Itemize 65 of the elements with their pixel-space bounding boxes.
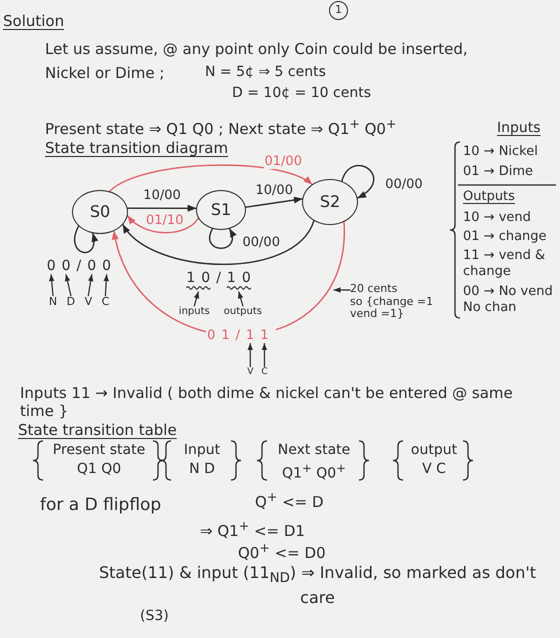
- state-circle: S2: [302, 179, 358, 225]
- note-text: Nickel or Dime ;: [45, 64, 164, 82]
- column-variables: V C: [421, 461, 447, 478]
- key-entry: 00 → No vend No chan: [463, 284, 554, 316]
- leader-arrow: [262, 343, 268, 368]
- edge-label: 00/00: [384, 178, 424, 192]
- leader-arrow: [238, 291, 244, 306]
- leader-arrow: [333, 287, 351, 293]
- page-title: Solution: [3, 12, 64, 30]
- leader-arrow: [194, 291, 200, 306]
- column-heading: Present state: [52, 442, 146, 459]
- edge-label: 01/00: [264, 154, 303, 169]
- signal-letters: N D V C: [48, 296, 112, 308]
- annotation-note: so {change =1 vend =1}: [350, 296, 434, 321]
- leader-arrow: [104, 274, 109, 296]
- state-circle: S1: [196, 190, 246, 230]
- transition-arrow: [108, 164, 313, 192]
- leader-arrow: [88, 274, 94, 296]
- note-text: Let us assume, @ any point only Coin could be inserted,: [45, 40, 468, 58]
- formula-text: Q$^{+}$ <= D: [255, 489, 324, 511]
- column-heading: Next state: [276, 442, 352, 459]
- note-text: Present state ⇒ Q1 Q0 ; Next state ⇒ Q1$^{+}$ Q0$^{+}$: [45, 116, 396, 138]
- key-entry: 10 → Nickel: [463, 144, 538, 160]
- edge-label: 10/00: [142, 189, 182, 204]
- leader-arrow: [248, 343, 253, 368]
- self-loop-arrow: [74, 225, 98, 254]
- formula-text: D = 10¢ = 10 cents: [232, 85, 371, 102]
- section-heading: State transition diagram: [45, 139, 228, 157]
- column-variables: Q1 Q0: [76, 461, 122, 478]
- section-heading: State transition table: [18, 421, 177, 439]
- key-heading: Outputs: [463, 189, 515, 205]
- key-entry: 10 → vend: [463, 210, 531, 226]
- column-variables: Q1$^{+}$ Q0$^{+}$: [281, 461, 347, 482]
- signal-letter: C: [261, 366, 268, 377]
- signal-letter: V: [247, 366, 254, 377]
- column-variables: N D: [188, 461, 216, 478]
- page-number: 1: [329, 1, 348, 20]
- key-heading: Inputs: [497, 120, 541, 137]
- annotation-text: outputs: [224, 306, 262, 318]
- note-text: State(11) & input (11$_{ND}$) ⇒ Invalid, so marked as don't care: [98, 563, 538, 608]
- annotation-text: inputs: [178, 306, 210, 318]
- formula-text: ⇒ Q1$^{+}$ <= D1: [200, 518, 305, 540]
- leader-arrow: [49, 274, 54, 296]
- key-entry: 11 → vend & change: [463, 248, 546, 280]
- edge-label: 01/10: [145, 214, 184, 228]
- column-heading: Input: [182, 442, 222, 459]
- leader-arrow: [64, 274, 72, 296]
- state-circle: S0: [72, 190, 128, 234]
- self-loop-arrow: [341, 164, 374, 199]
- self-loop-arrow: [209, 228, 236, 249]
- transition-arrow: [126, 204, 197, 212]
- key-entry: 01 → change: [463, 229, 547, 245]
- transition-arrow: [122, 220, 315, 266]
- column-heading: output: [410, 442, 458, 459]
- note-text: for a D flipflop: [40, 495, 162, 516]
- key-entry: 01 → Dime: [463, 164, 533, 180]
- formula-text: Q0$^{+}$ <= D0: [238, 540, 326, 562]
- edge-label: 10/00: [254, 184, 294, 198]
- formula-text: N = 5¢ ⇒ 5 cents: [205, 64, 326, 81]
- transition-arrow: [245, 196, 303, 208]
- annotation-note: 20 cents: [350, 283, 398, 296]
- annotation-text: (S3): [140, 608, 169, 625]
- note-text: Inputs 11 → Invalid ( both dime & nickel can't be entered @ same time }: [20, 384, 514, 420]
- transition-arrow: [126, 215, 199, 234]
- edge-label: 01/11: [206, 328, 276, 343]
